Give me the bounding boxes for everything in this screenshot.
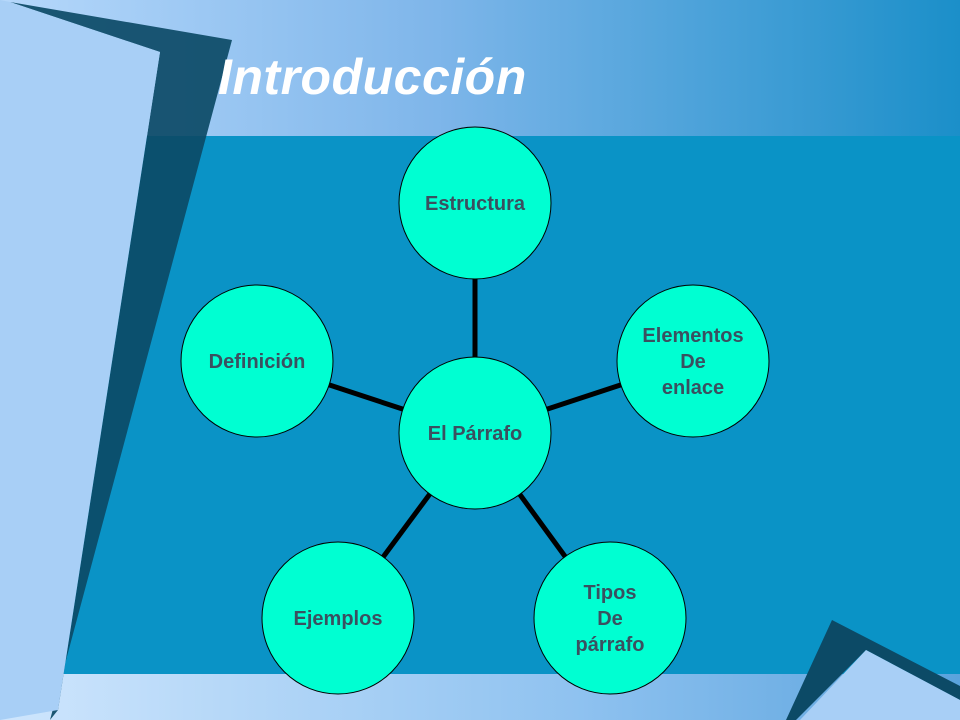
node-estructura: Estructura: [398, 126, 552, 280]
center-node-el-parrafo: El Párrafo: [398, 356, 552, 510]
node-definicion: Definición: [180, 284, 334, 438]
left-light-strip: [0, 0, 160, 720]
node-estructura-circle: [398, 126, 552, 280]
node-elementos-circle: [616, 284, 770, 438]
node-definicion-circle: [180, 284, 334, 438]
node-tipos-label-line: De: [597, 608, 623, 630]
node-definicion-label-line: Definición: [209, 351, 306, 373]
light-corner-bottom-right: [800, 650, 960, 720]
center-node-el-parrafo-circle: [398, 356, 552, 510]
node-elementos-label-line: enlace: [662, 377, 724, 399]
dark-shard-top-left: [10, 2, 232, 720]
connector-tipos: [517, 492, 568, 559]
center-node-el-parrafo-label-line: El Párrafo: [428, 423, 522, 445]
node-ejemplos-label-line: Ejemplos: [294, 608, 383, 630]
node-elementos-label-line: Elementos: [642, 325, 743, 347]
connector-elementos: [546, 382, 622, 412]
node-tipos-label-line: párrafo: [576, 634, 645, 656]
slide-title: Introducción: [218, 49, 527, 105]
dark-shard-bottom-right: [786, 620, 960, 720]
connector-definicion: [328, 382, 404, 412]
node-elementos-label-line: De: [680, 351, 706, 373]
node-estructura-label-line: Estructura: [425, 193, 526, 215]
node-ejemplos: Ejemplos: [261, 541, 415, 695]
connector-ejemplos: [381, 492, 432, 559]
node-ejemplos-circle: [261, 541, 415, 695]
node-tipos-label-line: Tipos: [584, 582, 637, 604]
connectors: [328, 279, 622, 559]
node-tipos-circle: [533, 541, 687, 695]
